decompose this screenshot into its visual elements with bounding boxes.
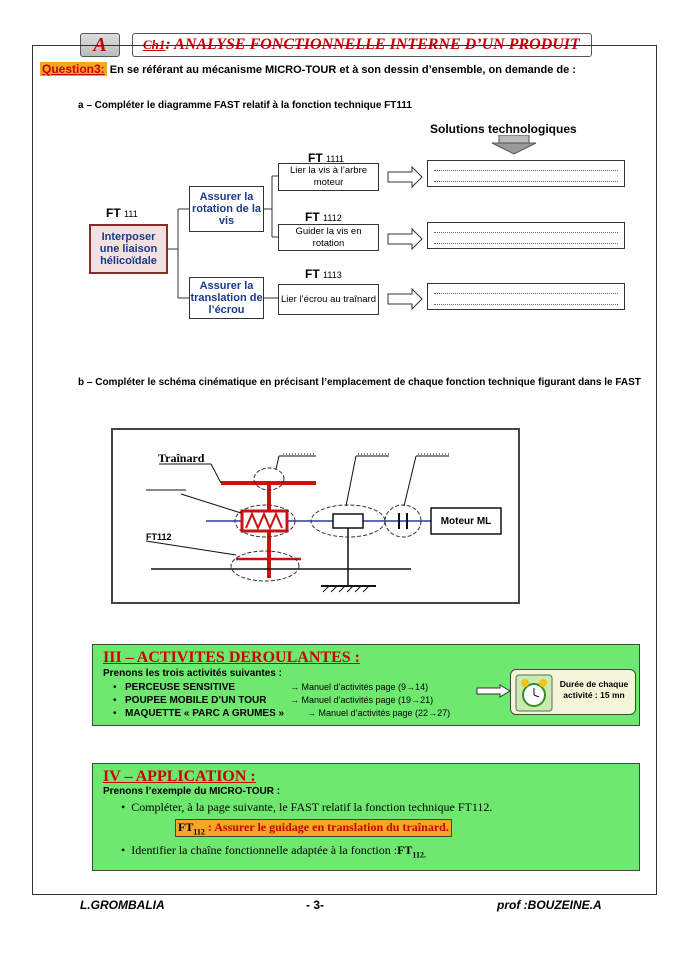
solutions-arrow-icon <box>491 135 537 155</box>
solution-field-1113[interactable] <box>427 283 625 310</box>
page-frame <box>32 45 657 895</box>
list-item: •MAQUETTE « PARC A GRUMES »→ Manuel d’ac… <box>113 708 451 719</box>
application-intro: Prenons l’exemple du MICRO-TOUR : <box>103 786 281 797</box>
fast-function-rotation: Assurer la rotation de la vis <box>189 186 264 232</box>
activities-list: •PERCEUSE SENSITIVE→ Manuel d’activités … <box>103 681 629 720</box>
duration-box: Durée de chaque activité : 15 mn <box>510 669 636 715</box>
activities-intro: Prenons les trois activités suivantes : <box>103 668 282 679</box>
ft111-label: FT 111 <box>106 206 138 220</box>
fast-connectors <box>168 165 423 311</box>
part-a-text: a – Compléter le diagramme FAST relatif … <box>78 100 412 111</box>
trainard-label: Traînard <box>158 451 205 465</box>
motor-label: Moteur ML <box>440 515 492 527</box>
ft1111-label: FT 1111 <box>308 151 345 165</box>
part-b-text: b – Compléter le schéma cinématique en p… <box>78 377 641 388</box>
ft112-highlight: FT112 : Assurer le guidage en translatio… <box>175 819 452 838</box>
list-item: •POUPEE MOBILE D’UN TOUR→ Manuel d’activ… <box>113 695 434 706</box>
ft112-label: FT112 <box>146 532 172 542</box>
question-text: En se référant au mécanisme MICRO-TOUR e… <box>106 64 576 76</box>
list-item: • Identifier la chaîne fonctionnelle ada… <box>121 843 426 860</box>
kinematic-schema <box>145 453 502 593</box>
duration-text: Durée de chaque activité : 15 mn <box>559 679 629 700</box>
footer-right: prof :BOUZEINE.A <box>497 898 602 912</box>
fast-sub-function-1111: Lier la vis à l’arbre moteur <box>278 163 379 191</box>
footer-left: L.GROMBALIA <box>80 898 165 912</box>
fast-root-function: Interposer une liaison hélicoïdale <box>89 224 168 274</box>
application-title: IV – APPLICATION : <box>103 768 256 785</box>
fast-sub-function-1112: Guider la vis en rotation <box>278 224 379 251</box>
list-item: •PERCEUSE SENSITIVE→ Manuel d’activités … <box>113 682 429 693</box>
chapter-number: Ch1 <box>143 37 166 52</box>
solution-field-1112[interactable] <box>427 222 625 249</box>
activity-arrow-icon <box>476 684 511 698</box>
activities-title: III – ACTIVITES DEROULANTES : <box>103 649 360 666</box>
kinematic-diagram <box>111 428 520 604</box>
question-line: Question3: En se référant au mécanisme M… <box>40 62 576 76</box>
fast-sub-function-1113: Lier l’écrou au traînard <box>278 284 379 315</box>
page-number: - 3- <box>306 898 324 912</box>
chapter-title: : ANALYSE FONCTIONNELLE INTERNE D’UN PRO… <box>165 36 580 53</box>
alarm-clock-icon <box>515 674 553 712</box>
application-panel: IV – APPLICATION : Prenons l’exemple du … <box>92 763 640 871</box>
fast-function-translation: Assurer la translation de l’écrou <box>189 277 264 319</box>
solution-field-1111[interactable] <box>427 160 625 187</box>
solutions-title: Solutions technologiques <box>430 122 577 136</box>
question-label: Question3: <box>40 62 107 76</box>
list-item: • Compléter, à la page suivante, le FAST… <box>121 800 493 814</box>
ft1113-label: FT 1113 <box>305 267 342 281</box>
ft1112-label: FT 1112 <box>305 210 342 224</box>
